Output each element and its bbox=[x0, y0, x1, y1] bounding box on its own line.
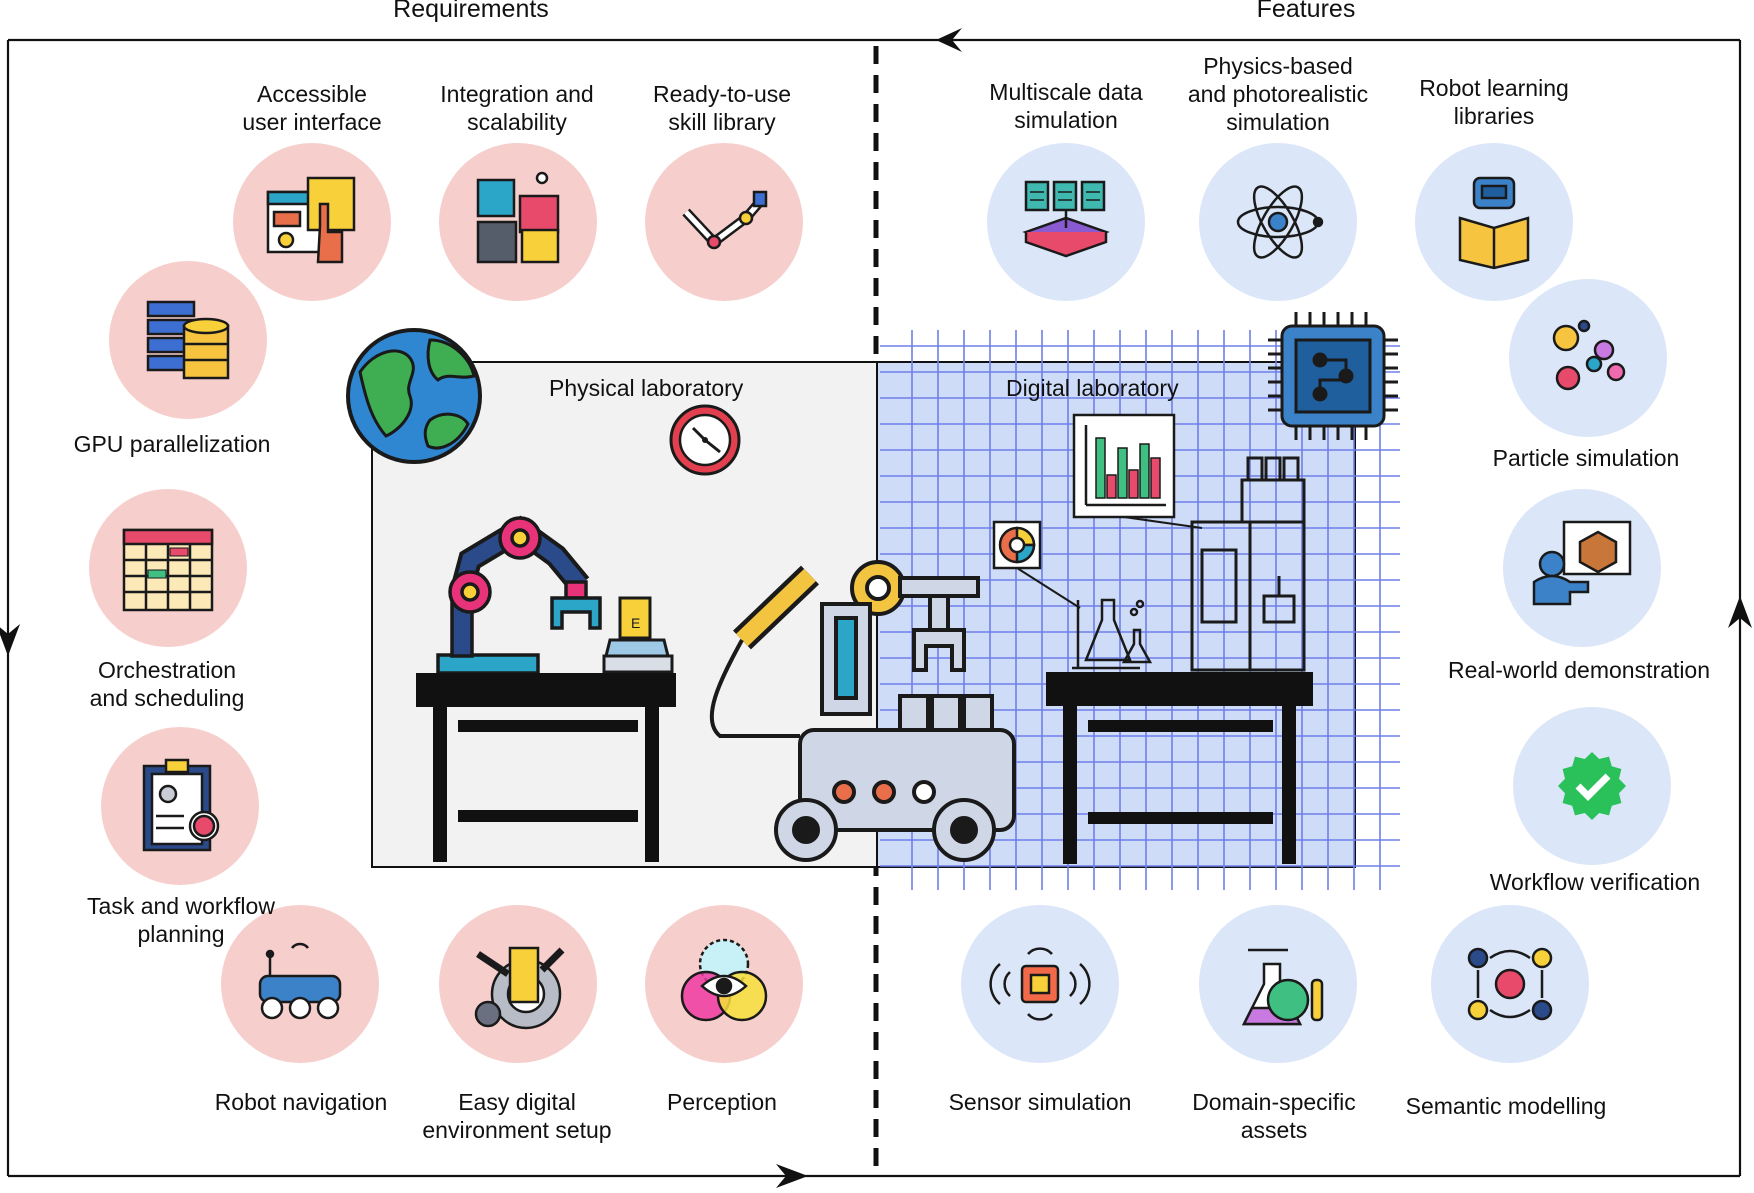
requirements-heading: Requirements bbox=[393, 0, 549, 23]
feature-label-robot-learning: Robot learning libraries bbox=[1419, 75, 1569, 129]
requirement-label-skill-library: Ready-to-use skill library bbox=[652, 81, 792, 135]
sensor-chip-icon bbox=[989, 947, 1091, 1021]
pie-pointer-line bbox=[1016, 567, 1081, 609]
requirement-node bbox=[101, 727, 259, 885]
feature-circle bbox=[1509, 279, 1667, 437]
semantic-network-icon bbox=[1467, 947, 1553, 1021]
wrench-gear-icon bbox=[474, 946, 565, 1030]
feature-label-sensor: Sensor simulation bbox=[948, 1089, 1132, 1115]
mobile-robot-icon bbox=[709, 560, 1016, 862]
feature-circle bbox=[1415, 143, 1573, 301]
features-heading: Features bbox=[1256, 0, 1356, 23]
robot-reading-icon bbox=[1458, 176, 1530, 270]
requirement-node bbox=[439, 143, 597, 301]
check-badge-icon bbox=[1558, 752, 1626, 820]
cycle-arrowheads bbox=[0, 28, 1752, 1188]
bar-chart-screen-icon bbox=[1072, 413, 1176, 519]
documents-merge-icon bbox=[1022, 180, 1110, 258]
feature-node bbox=[1509, 279, 1667, 437]
features-circles bbox=[961, 143, 1671, 1063]
arrow-down-head bbox=[0, 624, 20, 656]
requirement-circle bbox=[645, 143, 803, 301]
robot-vehicle-icon bbox=[258, 942, 342, 1020]
atom-icon bbox=[1236, 185, 1324, 259]
dashboard-touch-icon bbox=[266, 176, 356, 264]
feature-node bbox=[1199, 905, 1357, 1063]
requirement-label-navigation: Robot navigation bbox=[214, 1089, 388, 1115]
feature-node bbox=[1513, 707, 1671, 865]
requirement-label-perception: Perception bbox=[667, 1089, 777, 1115]
requirement-label-gpu: GPU parallelization bbox=[73, 431, 271, 457]
pie-chart-icon bbox=[992, 520, 1042, 570]
requirement-node bbox=[645, 905, 803, 1063]
requirement-node bbox=[233, 143, 391, 301]
requirement-circle bbox=[439, 143, 597, 301]
feature-label-physics: Physics-based and photorealistic simulat… bbox=[1187, 53, 1369, 135]
clock-icon bbox=[669, 404, 741, 476]
requirement-node bbox=[89, 489, 247, 647]
requirement-node bbox=[645, 143, 803, 301]
robot-arm-icon bbox=[682, 190, 768, 250]
requirement-label-task-planning: Task and workflow planning bbox=[87, 893, 275, 947]
feature-label-verification: Workflow verification bbox=[1489, 869, 1701, 895]
physical-robot-arm-icon bbox=[436, 515, 602, 675]
digital-lab-title: Digital laboratory bbox=[1006, 375, 1179, 401]
arrow-up-head bbox=[1728, 596, 1752, 628]
feature-label-multiscale: Multiscale data simulation bbox=[989, 79, 1143, 133]
digital-table bbox=[1046, 672, 1313, 864]
physical-table bbox=[416, 673, 676, 862]
chip-icon bbox=[1268, 312, 1398, 440]
fridge-machine-icon bbox=[1190, 456, 1306, 672]
eye-venn-icon bbox=[680, 938, 768, 1022]
lab-flasks-icon bbox=[1241, 948, 1324, 1026]
particles-icon bbox=[1552, 319, 1626, 391]
calendar-schedule-icon bbox=[122, 528, 214, 612]
clipboard-plan-icon bbox=[142, 758, 220, 852]
arrow-left-head bbox=[936, 28, 962, 52]
feature-label-particle: Particle simulation bbox=[1492, 445, 1680, 471]
feature-label-semantic: Semantic modelling bbox=[1405, 1093, 1607, 1119]
beaker-label: E bbox=[631, 615, 640, 631]
feature-node bbox=[1199, 143, 1357, 301]
feature-node bbox=[1503, 489, 1661, 647]
feature-node bbox=[987, 143, 1145, 301]
requirements-circles bbox=[89, 143, 803, 1063]
server-database-icon bbox=[146, 300, 230, 380]
requirement-node bbox=[109, 261, 267, 419]
requirement-label-accessible-ui: Accessible user interface bbox=[242, 81, 382, 135]
physical-lab-title: Physical laboratory bbox=[549, 375, 744, 401]
feature-node bbox=[1431, 905, 1589, 1063]
glassware-icon bbox=[1072, 598, 1153, 670]
puzzle-pieces-icon bbox=[476, 171, 560, 264]
presenter-box-icon bbox=[1532, 520, 1632, 606]
cycle-frame bbox=[6, 38, 1742, 1178]
requirement-label-env-setup: Easy digital environment setup bbox=[422, 1089, 612, 1143]
feature-label-domain-assets: Domain-specific assets bbox=[1192, 1089, 1356, 1143]
requirement-node bbox=[439, 905, 597, 1063]
chart-pointer-line bbox=[1123, 516, 1203, 529]
requirement-label-orchestration: Orchestration and scheduling bbox=[89, 657, 245, 711]
requirement-node bbox=[221, 905, 379, 1063]
feature-label-demonstration: Real-world demonstration bbox=[1447, 657, 1711, 683]
requirement-label-integration: Integration and scalability bbox=[440, 81, 594, 135]
chip-pins bbox=[1268, 312, 1398, 440]
physical-scale-icon: E bbox=[602, 596, 674, 674]
feature-node bbox=[961, 905, 1119, 1063]
feature-node bbox=[1415, 143, 1573, 301]
arrow-right-head bbox=[776, 1164, 808, 1188]
globe-icon bbox=[346, 328, 482, 464]
